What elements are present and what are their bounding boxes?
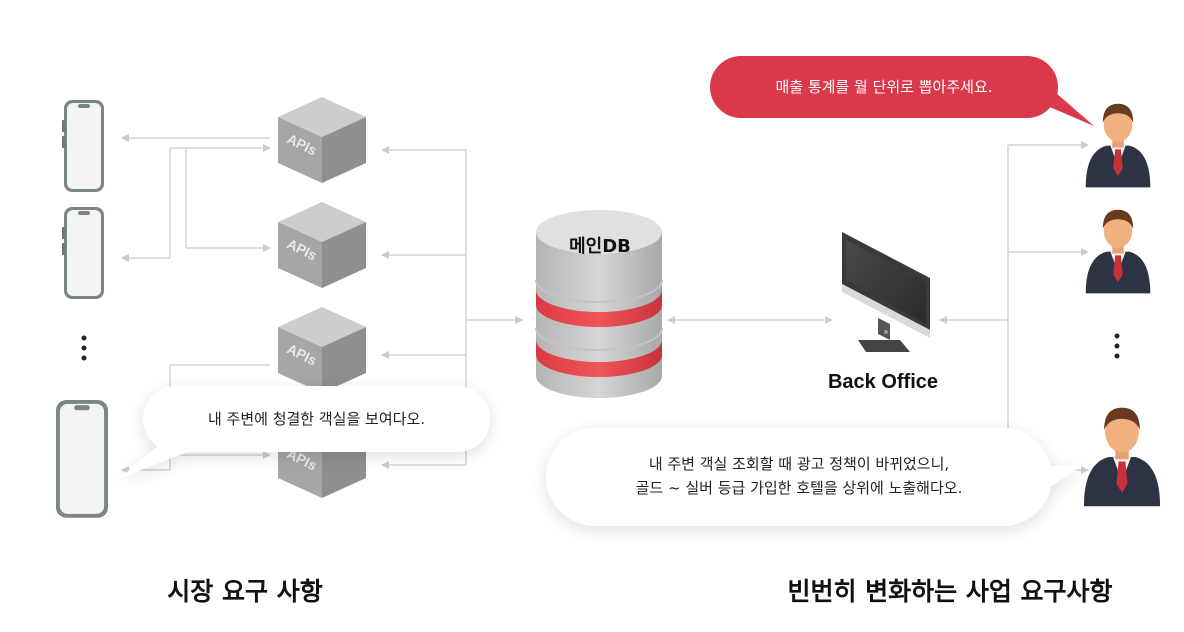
admin-top-speech-bubble xyxy=(710,56,1094,126)
monitor-icon xyxy=(842,232,930,352)
phone-icon-large xyxy=(56,400,108,518)
api-cube-2: APIs xyxy=(278,202,366,288)
left-caption: 시장 요구 사항 xyxy=(167,577,323,606)
admin-bottom-bubble-line2: 골드 ~ 실버 등급 가입한 호텔을 상위에 노출해다오. xyxy=(635,479,963,497)
right-caption: 빈번히 변화하는 사업 요구사항 xyxy=(787,577,1113,606)
person-icon-2 xyxy=(1085,209,1151,294)
database-icon xyxy=(535,210,663,398)
back-office-label: Back Office xyxy=(827,371,939,393)
customer-speech-bubble xyxy=(120,386,490,478)
person-icon-3 xyxy=(1083,407,1161,507)
phone-icon-1 xyxy=(62,100,104,192)
admin-bottom-speech-bubble xyxy=(546,428,1082,526)
admin-top-bubble-text: 매출 통계를 월 단위로 뽑아주세요. xyxy=(775,78,993,96)
vertical-ellipsis-left xyxy=(81,335,87,361)
left-connectors xyxy=(121,134,523,474)
api-cube-3: APIs xyxy=(278,307,366,393)
phone-icon-2 xyxy=(62,207,104,299)
person-icon-1 xyxy=(1085,103,1151,188)
vertical-ellipsis-right xyxy=(1114,333,1120,359)
admin-bottom-bubble-line1: 내 주변 객실 조회할 때 광고 정책이 바뀌었으니, xyxy=(648,455,950,473)
customer-bubble-text: 내 주변에 청결한 객실을 보여다오. xyxy=(207,410,426,428)
db-label: 메인DB xyxy=(569,236,631,257)
api-cube-1: APIs xyxy=(278,97,366,183)
